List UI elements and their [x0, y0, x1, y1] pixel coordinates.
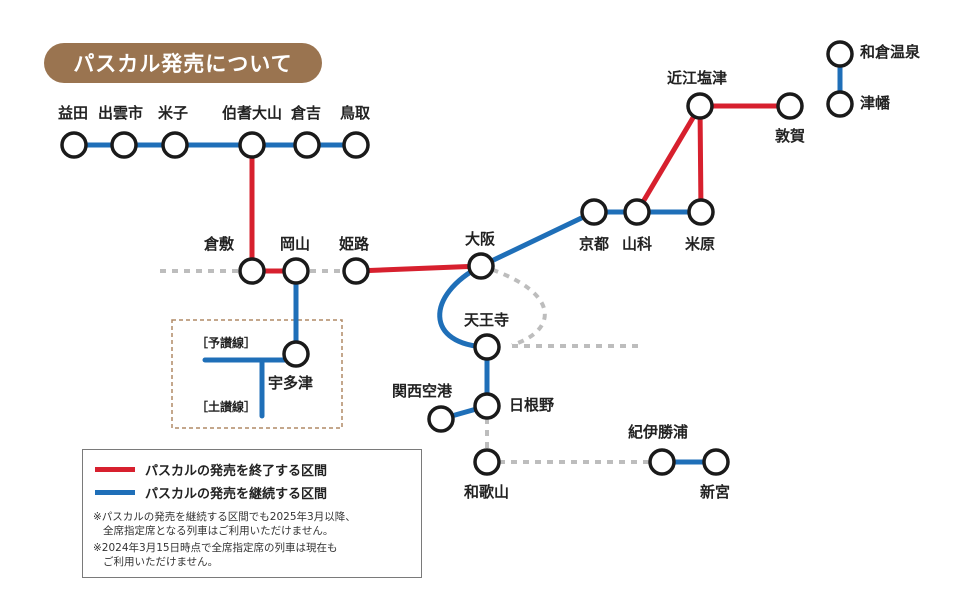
- non-pascal-lines: [160, 264, 662, 464]
- station-tsubata-marker: [826, 90, 854, 118]
- legend-text-continued: パスカルの発売を継続する区間: [145, 487, 328, 502]
- station-kansaikuko-marker: [427, 405, 455, 433]
- station-label-tsubata: 津幡: [860, 94, 891, 112]
- station-yonago-marker: [161, 131, 189, 159]
- line-himeji-osaka: [353, 263, 484, 274]
- station-shingu-marker: [702, 448, 730, 476]
- station-label-tottori: 鳥取: [340, 104, 371, 122]
- legend-swatch-continued: [95, 490, 135, 495]
- station-label-izumoshi: 出雲市: [98, 104, 144, 122]
- station-kiikatsuura-marker: [648, 448, 676, 476]
- station-izumoshi-marker: [110, 131, 138, 159]
- station-label-shingu: 新宮: [700, 483, 731, 501]
- station-kyoto-marker: [580, 198, 608, 226]
- legend-row-continued: パスカルの発売を継続する区間: [95, 483, 327, 502]
- station-label-hineno: 日根野: [509, 396, 555, 414]
- station-label-kansaikuko: 関西空港: [392, 382, 453, 400]
- shikoku-box: [171, 319, 343, 429]
- legend-row-ended: パスカルの発売を終了する区間: [95, 460, 327, 479]
- station-tsuruga-marker: [776, 92, 804, 120]
- legend-note-2-line-1: ※2024年3月15日時点で全席指定席の列車は現在も: [93, 542, 338, 554]
- station-label-kiikatsuura: 紀伊勝浦: [628, 423, 689, 441]
- station-label-wadakuraonsen: 和倉温泉: [860, 43, 921, 61]
- station-label-wakayama: 和歌山: [464, 483, 510, 501]
- station-tennoji-marker: [473, 333, 501, 361]
- page-title: パスカル発売について: [44, 43, 322, 83]
- station-utazu-marker: [282, 340, 310, 368]
- station-markers: [60, 40, 854, 476]
- station-label-kyoto: 京都: [579, 235, 610, 253]
- station-label-tsuruga: 敦賀: [775, 127, 806, 145]
- station-himeji-marker: [342, 257, 370, 285]
- station-kurayoshi-marker: [293, 131, 321, 159]
- legend-box: パスカルの発売を終了する区間 パスカルの発売を継続する区間 ※パスカルの発売を継…: [82, 449, 422, 578]
- station-label-hokidaisen: 伯耆大山: [222, 104, 283, 122]
- line-yamashina-omishiotsu: [634, 103, 703, 215]
- station-kurashiki-marker: [238, 257, 266, 285]
- station-yamashina-marker: [623, 198, 651, 226]
- station-tottori-marker: [342, 131, 370, 159]
- legend-text-ended: パスカルの発売を終了する区間: [145, 464, 328, 479]
- station-hokidaisen-marker: [238, 131, 266, 159]
- station-wakayama-marker: [473, 448, 501, 476]
- dashed-line-osaka-loop: [480, 264, 547, 347]
- station-label-yamashina: 山科: [622, 235, 653, 253]
- station-maibara-marker: [687, 198, 715, 226]
- station-label-osaka: 大阪: [465, 230, 496, 248]
- station-label-yonago: 米子: [158, 104, 189, 122]
- station-label-omishiotsu: 近江塩津: [667, 69, 728, 87]
- station-label-tennoji: 天王寺: [464, 311, 510, 329]
- station-label-himeji: 姫路: [339, 235, 370, 253]
- station-label-maibara: 米原: [685, 235, 716, 253]
- station-label-utazu: 宇多津: [268, 374, 314, 392]
- continued-lines: [71, 51, 843, 465]
- station-label-kurayoshi: 倉吉: [291, 104, 322, 122]
- station-masuda-marker: [60, 131, 88, 159]
- branch-label-yosan: ［予讃線］: [196, 336, 257, 350]
- station-hineno-marker: [473, 392, 501, 420]
- branch-label-dosan: ［土讃線］: [196, 400, 257, 414]
- line-omishiotsu-maibara: [697, 103, 704, 215]
- line-osaka-tennoji: [437, 263, 490, 350]
- station-label-okayama: 岡山: [280, 235, 311, 253]
- legend-swatch-ended: [95, 467, 135, 472]
- station-osaka-marker: [467, 252, 495, 280]
- station-omishiotsu-marker: [686, 92, 714, 120]
- station-label-kurashiki: 倉敷: [204, 235, 235, 253]
- station-okayama-marker: [282, 257, 310, 285]
- legend-note-2-line-2: ご利用いただけません。: [103, 556, 219, 568]
- line-osaka-kyoto: [478, 209, 597, 269]
- station-label-masuda: 益田: [58, 104, 89, 122]
- legend-note-1-line-1: ※パスカルの発売を継続する区間でも2025年3月以降、: [93, 511, 356, 523]
- legend-note-1-line-2: 全席指定席となる列車はご利用いただけません。: [103, 525, 334, 537]
- station-wadakuraonsen-marker: [826, 40, 854, 68]
